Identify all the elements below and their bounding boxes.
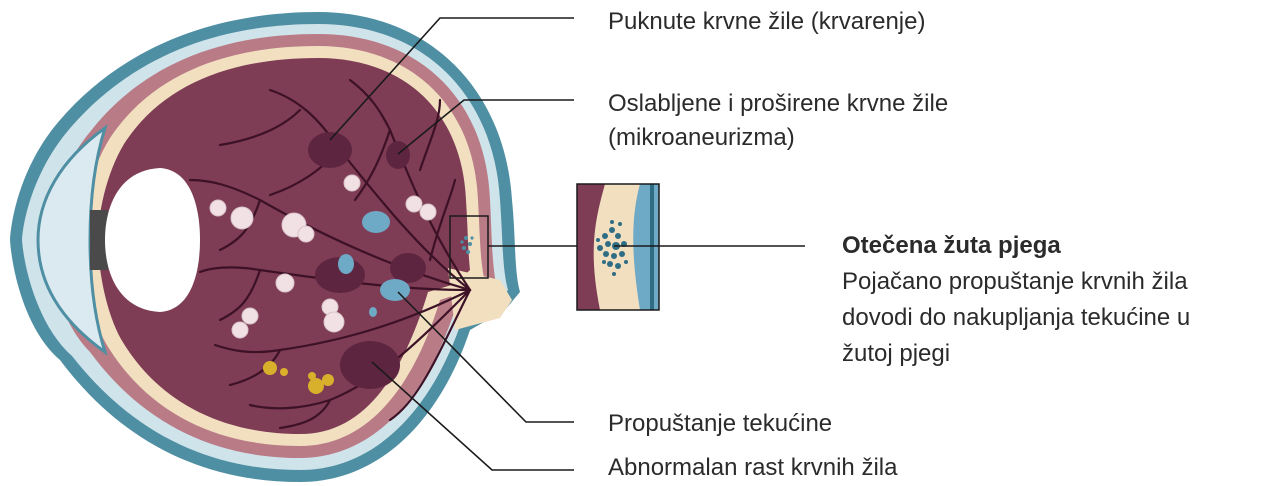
label-microaneurysm-line2: (mikroaneurizma) (608, 122, 795, 154)
lens (105, 168, 200, 312)
macula-inset (577, 184, 659, 310)
label-macula-line3: žutoj pjegi (842, 338, 950, 370)
label-macula-title: Otečena žuta pjega (842, 230, 1061, 262)
label-microaneurysm-line1: Oslabljene i proširene krvne žile (608, 88, 948, 120)
label-macula-line2: dovodi do nakupljanja tekućine u (842, 302, 1190, 334)
label-fluid-leak: Propuštanje tekućine (608, 408, 832, 440)
label-macula-line1: Pojačano propuštanje krvnih žila (842, 266, 1188, 298)
label-abnormal-growth: Abnormalan rast krvnih žila (608, 452, 897, 484)
label-hemorrhage: Puknute krvne žile (krvarenje) (608, 6, 925, 38)
